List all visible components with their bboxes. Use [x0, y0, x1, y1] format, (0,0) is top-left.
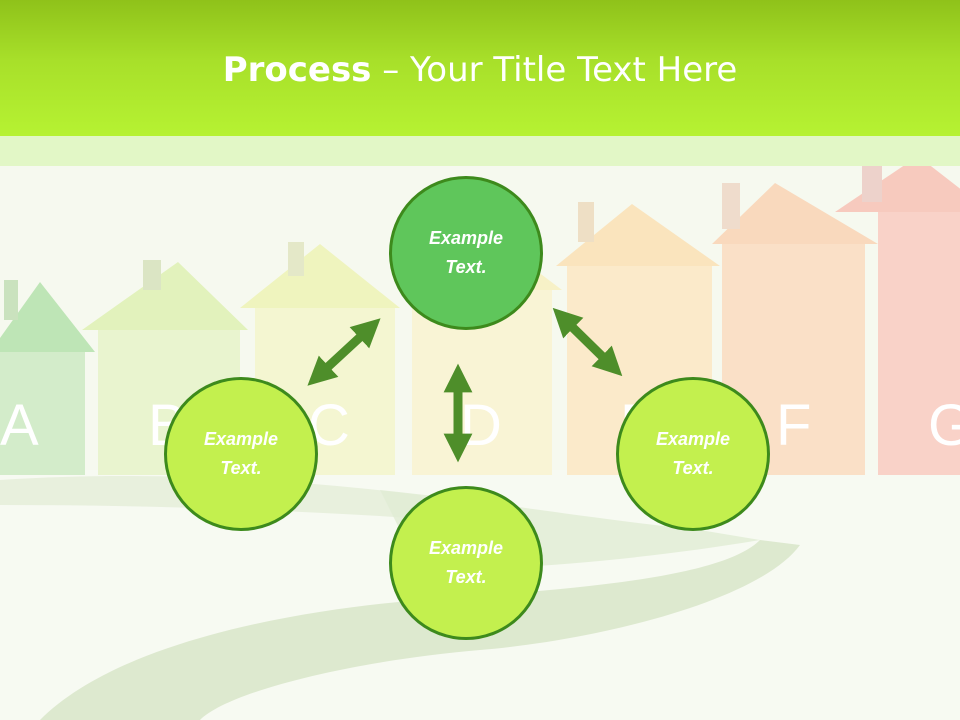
title-bold: Process — [222, 50, 372, 90]
slide-title: Process – Your Title Text Here — [0, 50, 960, 90]
node-bottom-label: Example Text. — [428, 538, 504, 587]
title-bar — [0, 0, 960, 136]
house-letter: G — [928, 393, 960, 458]
house-letter: F — [776, 393, 811, 458]
node-bottom: Example Text. — [389, 486, 543, 640]
arrow-top-left — [307, 318, 381, 386]
title-rest: – Your Title Text Here — [371, 50, 738, 90]
node-top: Example Text. — [389, 176, 543, 330]
node-top-label: Example Text. — [428, 228, 504, 277]
node-left: Example Text. — [164, 377, 318, 531]
node-right-label: Example Text. — [655, 429, 731, 478]
title-stripe — [0, 136, 960, 166]
house-letter: A — [0, 393, 39, 458]
node-right: Example Text. — [616, 377, 770, 531]
node-left-label: Example Text. — [203, 429, 279, 478]
arrow-top-right — [552, 307, 623, 377]
